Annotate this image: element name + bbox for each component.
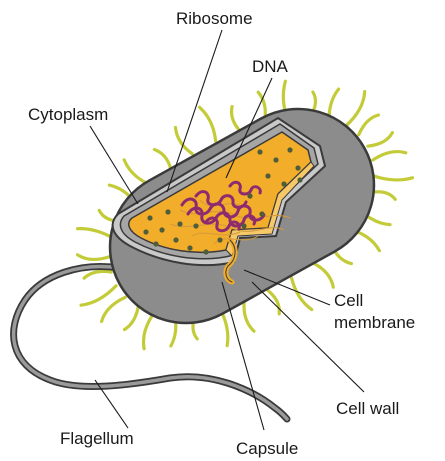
ribosome-dot [257,149,262,154]
label-cell-wall: Cell wall [336,399,399,418]
pilus [81,286,116,305]
ribosome-dot [165,209,170,214]
ribosome-dot [273,157,278,162]
leader-cytoplasm [90,126,138,204]
ribosome-dot [193,223,198,228]
ribosome-dot [295,165,300,170]
pilus [346,92,365,126]
label-capsule: Capsule [236,439,298,458]
ribosome-dot [177,221,182,226]
pilus [102,297,126,321]
ribosome-dot [217,237,222,242]
ribosome-dot [281,181,286,186]
pilus [268,291,279,314]
ribosome-dot [173,237,178,242]
ribosome-dot [247,193,252,198]
label-flagellum: Flagellum [60,429,134,448]
ribosome-dot [187,245,192,250]
pilus [244,301,254,331]
ribosome-dot [203,249,208,254]
ribosome-dot [265,173,270,178]
ribosome-dot [259,211,264,216]
pilus [232,107,240,131]
pilus [373,152,406,160]
pilus [154,150,170,169]
ribosome-dot [297,177,302,182]
pilus [368,133,393,147]
pilus [359,115,379,135]
label-cytoplasm: Cytoplasm [28,105,108,124]
pilus [144,312,155,349]
pilus [313,263,333,287]
pilus [78,229,115,239]
label-cell-membrane-line1: Cell [334,291,363,310]
label-dna: DNA [252,57,289,76]
ribosome-dot [143,229,148,234]
pilus [78,255,111,260]
label-cell-membrane-line2: membrane [334,313,415,332]
pilus [84,271,111,278]
ribosome-dot [147,215,152,220]
ribosome-dot [287,147,292,152]
pilus [200,107,216,141]
label-ribosome: Ribosome [176,9,253,28]
ribosome-dot [241,223,246,228]
pilus [373,176,412,180]
pilus [125,306,139,330]
ribosome-dot [159,227,164,232]
ribosome-dot [153,241,158,246]
